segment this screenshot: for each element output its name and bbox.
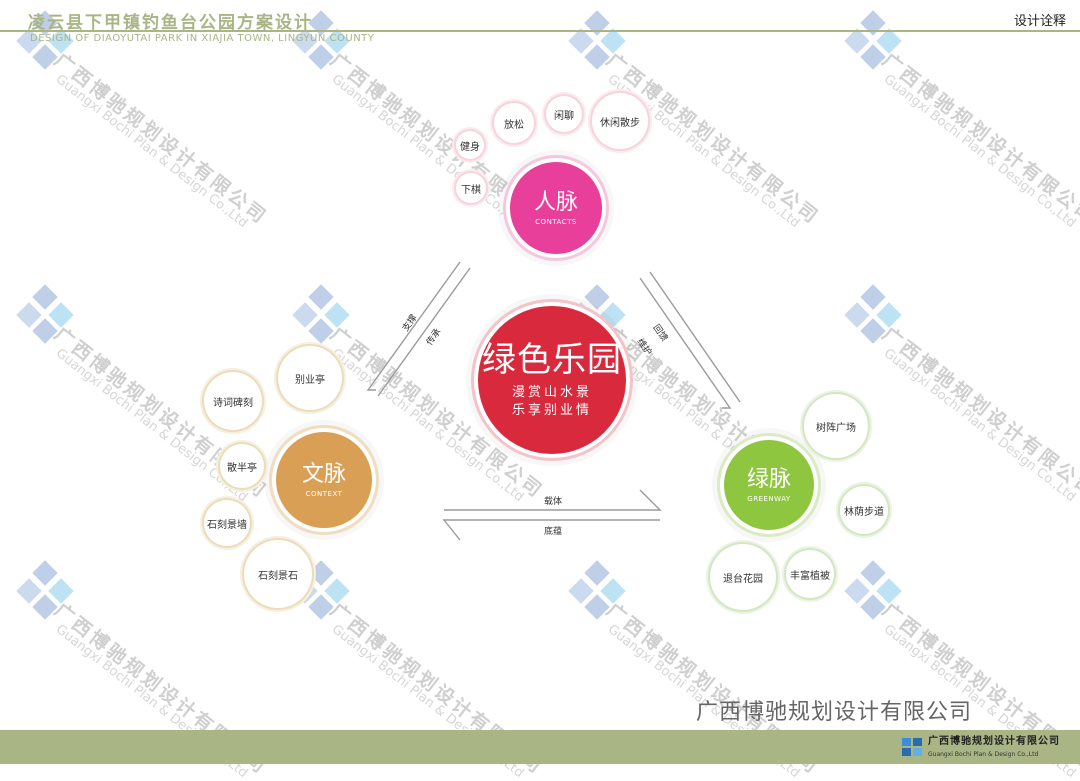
arrow-right-outer bbox=[639, 277, 732, 409]
section-label: 设计诠释 bbox=[1013, 14, 1066, 29]
bubble-relax: 放松 bbox=[494, 103, 534, 143]
hub-contacts-en: CONTACTS bbox=[535, 218, 577, 226]
center-line-1: 漫赏山水景 bbox=[511, 385, 592, 400]
bubble-shaded-path: 林荫步道 bbox=[840, 486, 888, 534]
company-logo-icon bbox=[902, 738, 922, 756]
hub-context-name: 文脉 bbox=[301, 462, 346, 487]
footer-bar bbox=[0, 730, 1080, 764]
bubble-sanban-pavilion: 散半亭 bbox=[220, 444, 264, 488]
footer-company: 广西博驰规划设计有限公司 bbox=[928, 736, 1060, 747]
center-line-2: 乐享别业情 bbox=[511, 403, 592, 418]
page-title: 凌云县下甲镇钓鱼台公园方案设计 bbox=[28, 13, 313, 33]
arrow-label-heritage: 底蕴 bbox=[544, 527, 563, 537]
hub-context: 文脉 CONTEXT bbox=[276, 432, 372, 528]
hub-context-en: CONTEXT bbox=[305, 490, 343, 498]
hub-greenway-en: GREENWAY bbox=[747, 495, 791, 503]
relationship-arrows bbox=[366, 261, 741, 541]
arrow-right-inner bbox=[649, 271, 741, 403]
bubble-terrace-garden: 退台花园 bbox=[710, 544, 776, 610]
hub-greenway: 绿脉 GREENWAY bbox=[724, 440, 814, 530]
header-rule bbox=[0, 30, 1080, 32]
bubble-tree-plaza: 树阵广场 bbox=[804, 394, 868, 458]
bubble-bieye-pavilion: 别业亭 bbox=[278, 346, 342, 410]
center-hub: 绿色乐园 漫赏山水景 乐享别业情 bbox=[478, 306, 626, 454]
bubble-rich-vegetation: 丰富植被 bbox=[786, 550, 834, 598]
bubble-carved-stone: 石刻景石 bbox=[244, 540, 312, 608]
footer-company-en: Guangxi Bochi Plan & Design Co.,Ltd bbox=[928, 751, 1039, 758]
bubble-stroll: 休闲散步 bbox=[592, 93, 648, 149]
center-title: 绿色乐园 bbox=[482, 340, 622, 380]
bubble-carved-wall: 石刻景墙 bbox=[204, 500, 250, 546]
arrow-label-carrier: 载体 bbox=[544, 497, 563, 507]
bubble-chess: 下棋 bbox=[456, 173, 486, 203]
arrow-bottom-bottom bbox=[442, 519, 660, 541]
footer-brand: 广西博驰规划设计有限公司 bbox=[696, 700, 973, 725]
bubble-poem-stele: 诗词碑刻 bbox=[204, 372, 262, 430]
hub-greenway-name: 绿脉 bbox=[746, 467, 791, 492]
arrow-left-outer bbox=[366, 261, 461, 391]
hub-contacts-name: 人脉 bbox=[533, 190, 578, 215]
hub-contacts: 人脉 CONTACTS bbox=[510, 162, 602, 254]
arrow-left-inner bbox=[377, 267, 471, 397]
bubble-chat: 闲聊 bbox=[546, 96, 582, 132]
page-subtitle: DESIGN OF DIAOYUTAI PARK IN XIAJIA TOWN,… bbox=[30, 33, 375, 44]
arrow-bottom-top bbox=[444, 489, 662, 511]
bubble-fitness: 健身 bbox=[456, 131, 484, 159]
